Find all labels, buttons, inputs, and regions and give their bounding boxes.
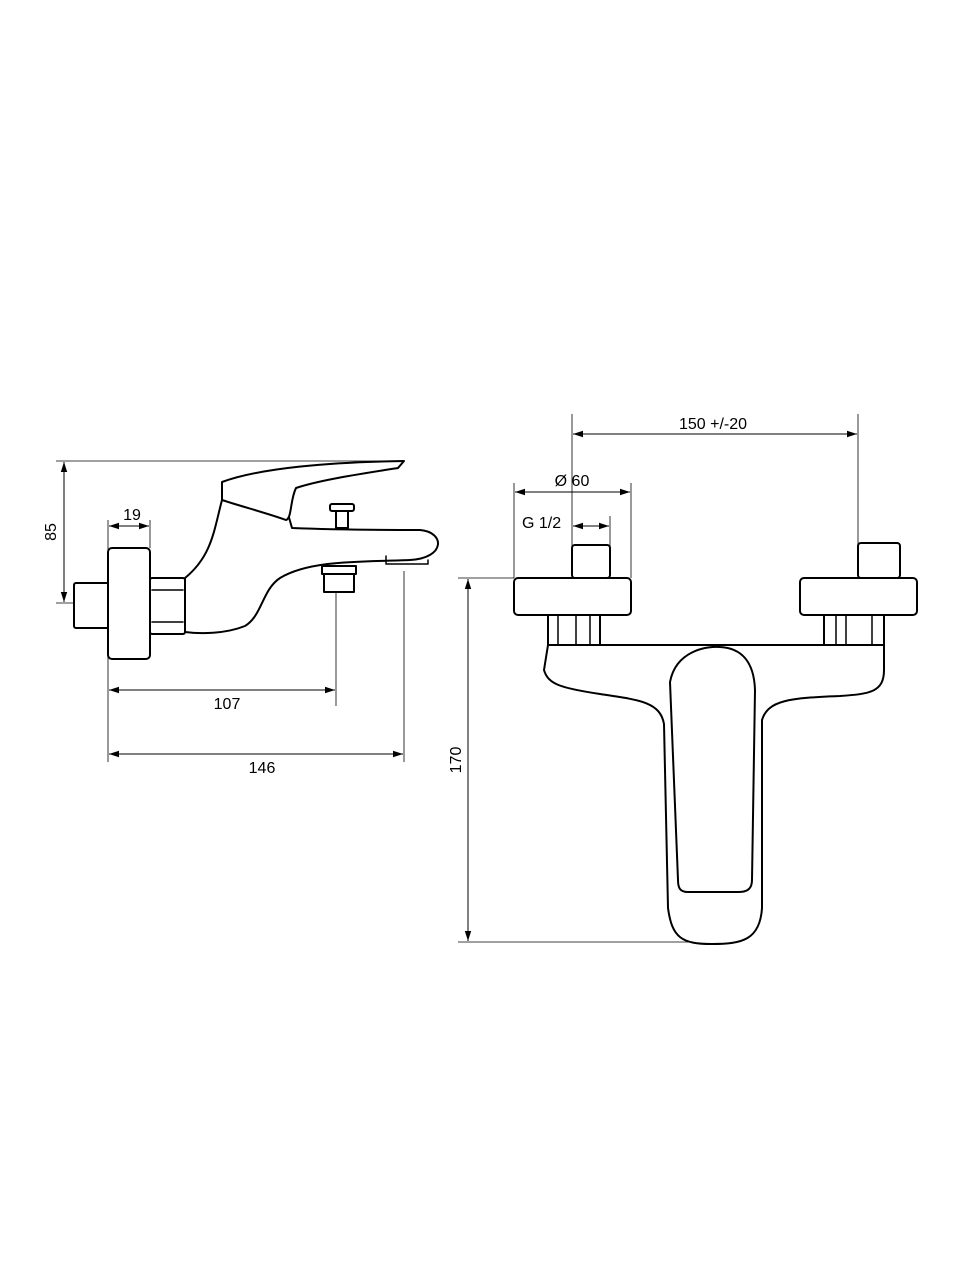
diverter-stem: [335, 510, 349, 529]
front-view: 150 +/-20 Ø 60 G 1/2 170: [448, 414, 918, 945]
mixer-body-side: [184, 499, 439, 635]
dim-rosette-diameter: Ø 60: [555, 473, 590, 490]
side-view: 85 19 107 146: [43, 460, 439, 777]
dim-total-depth: 146: [249, 760, 276, 777]
dim-total-height: 170: [448, 747, 465, 774]
right-pipe-connector: [857, 542, 901, 579]
spout-outlet-lip: [385, 555, 429, 565]
left-pipe-connector: [571, 544, 611, 579]
lever-handle-side: [221, 460, 405, 521]
left-rosette: [513, 577, 632, 616]
shower-outlet-nut: [321, 565, 357, 575]
dim-thread-size: G 1/2: [522, 515, 561, 532]
dim-height-side: 85: [43, 523, 60, 541]
wall-rosette-side: [107, 547, 151, 660]
dim-wall-plate: 19: [123, 507, 141, 524]
lever-handle-front: [669, 645, 756, 893]
connection-nut: [149, 577, 186, 635]
right-eccentric-connector: [823, 614, 885, 648]
diverter-knob-top: [329, 503, 355, 512]
dim-center-distance: 150 +/-20: [679, 416, 747, 433]
shower-outlet: [323, 573, 355, 593]
dim-spout-length: 107: [214, 696, 241, 713]
left-eccentric-connector: [547, 614, 601, 648]
right-rosette: [799, 577, 918, 616]
inlet-pipe: [73, 582, 111, 629]
